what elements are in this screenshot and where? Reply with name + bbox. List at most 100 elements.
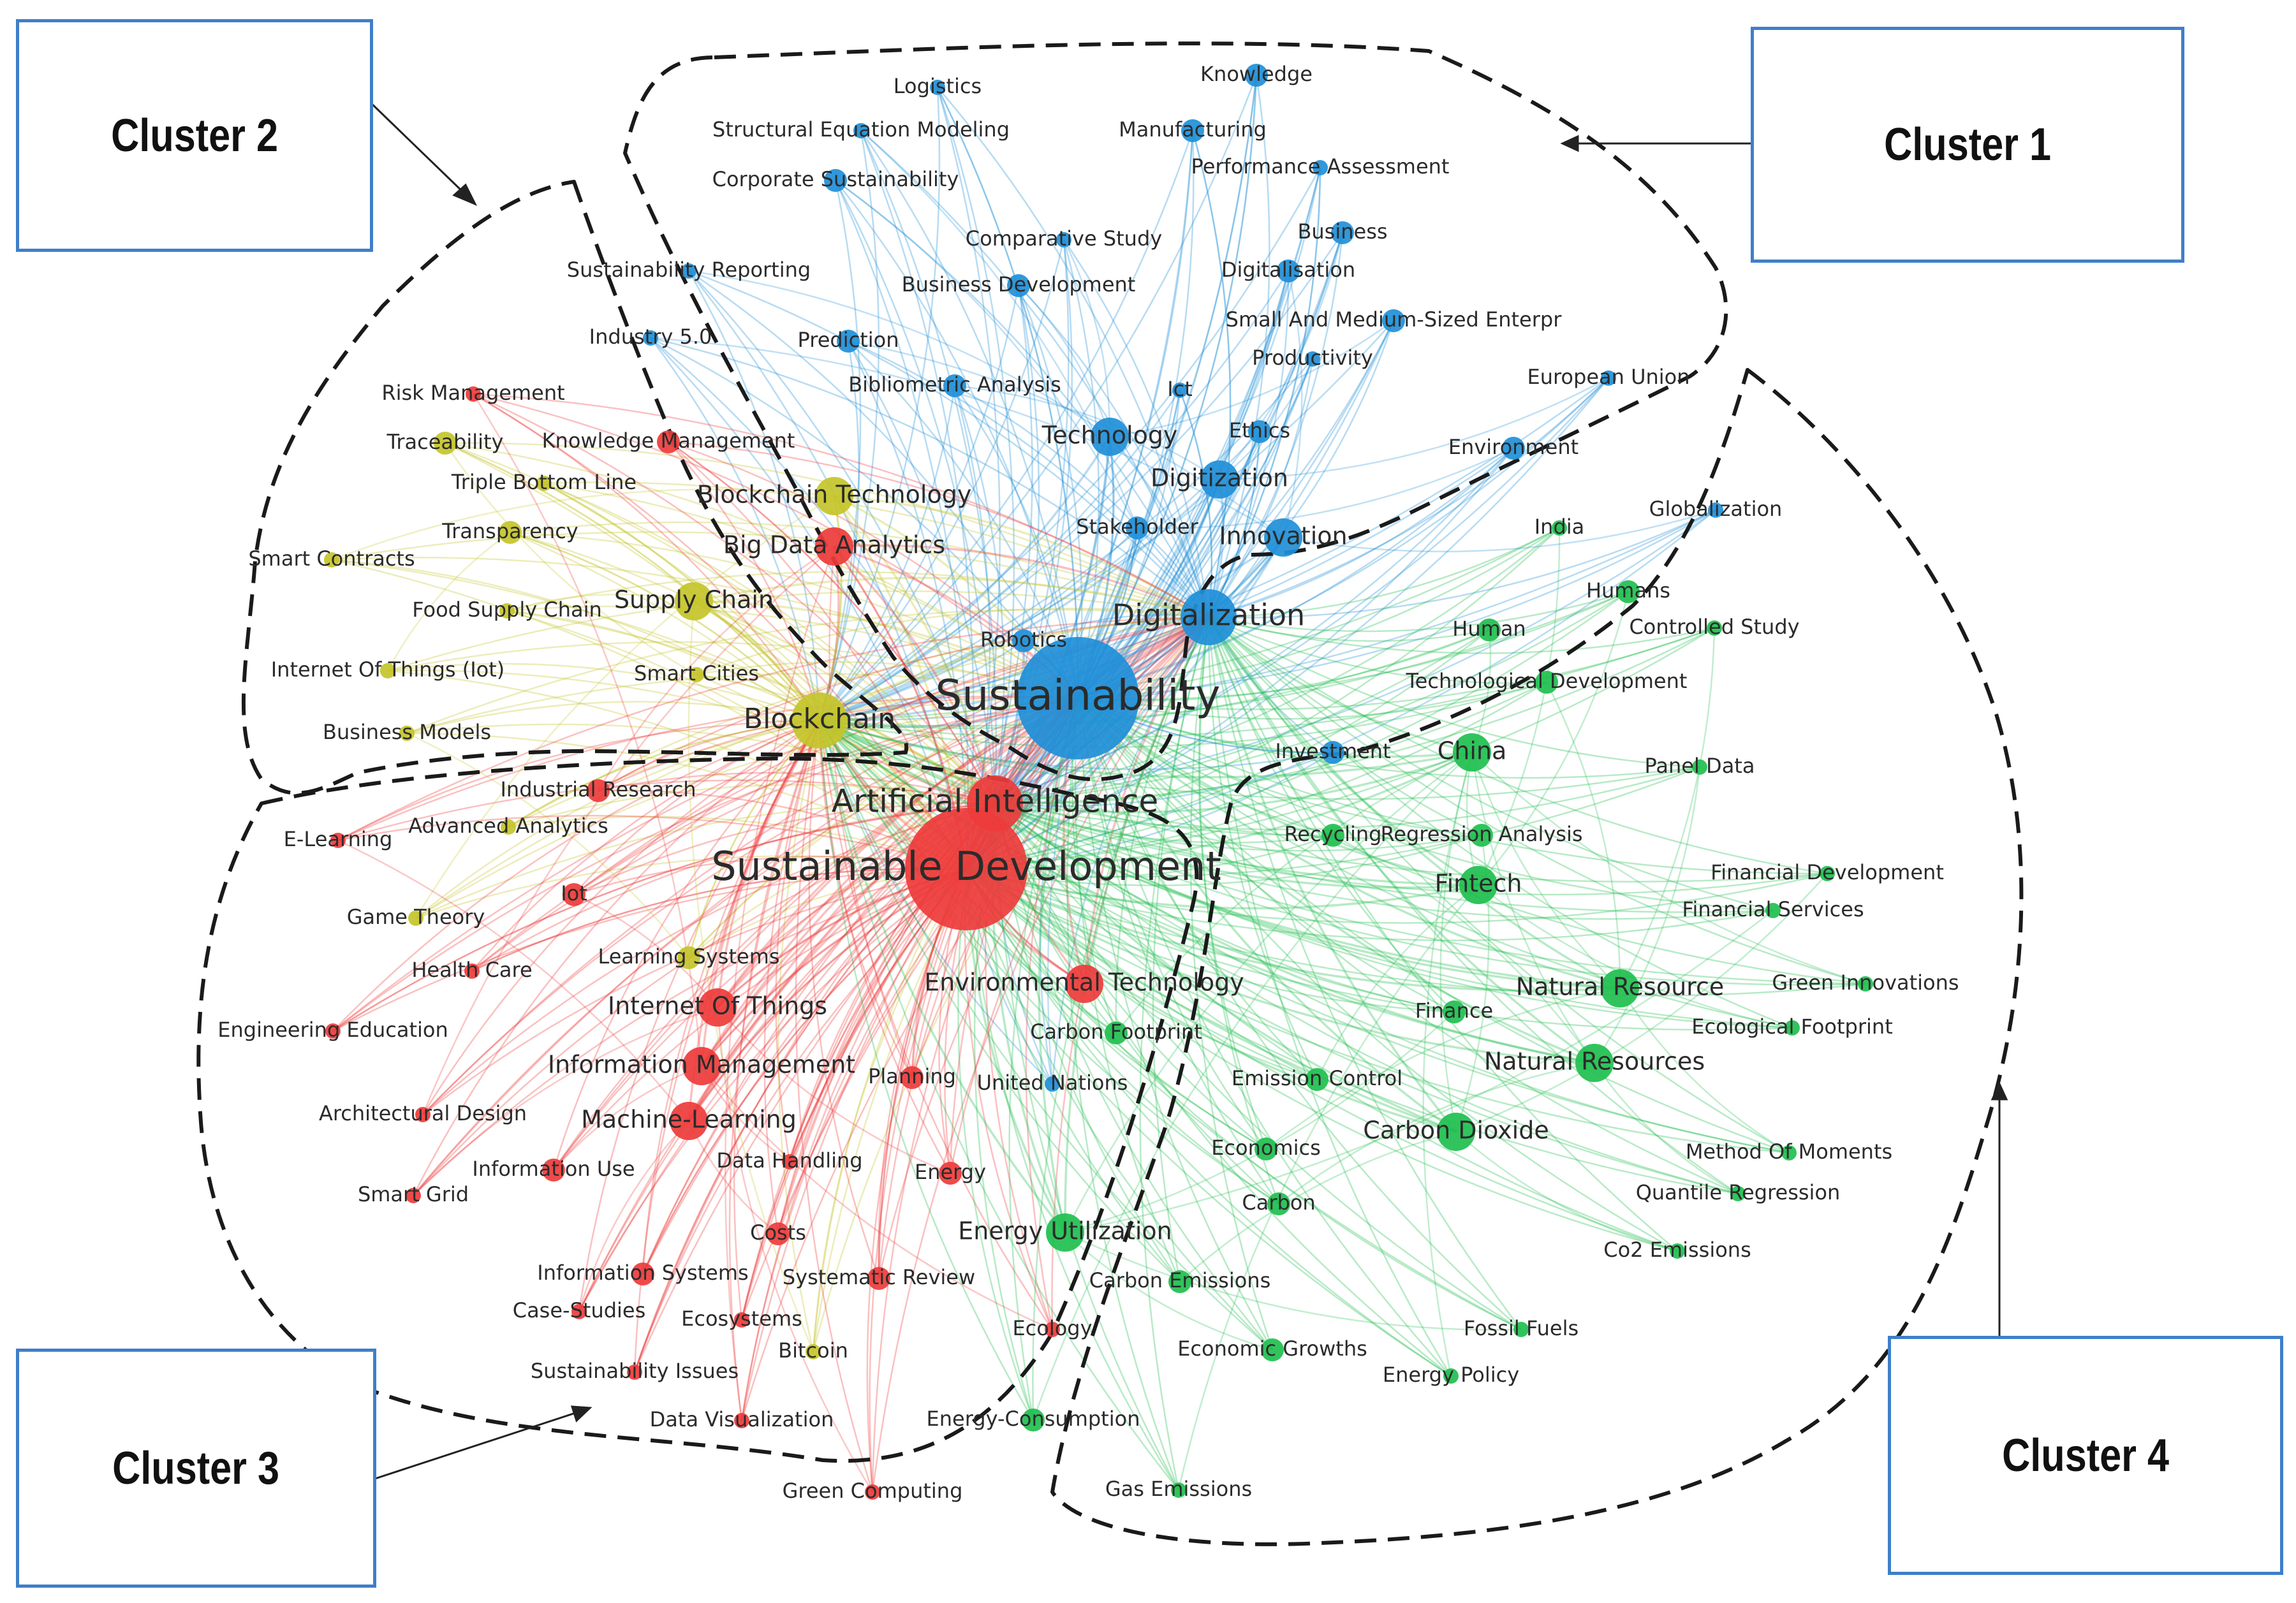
network-node[interactable] xyxy=(815,477,853,515)
network-node[interactable] xyxy=(1056,232,1071,247)
network-node[interactable] xyxy=(1575,1044,1614,1082)
network-node[interactable] xyxy=(415,1107,430,1122)
network-node[interactable] xyxy=(1171,1482,1186,1498)
network-node[interactable] xyxy=(643,330,658,346)
network-node[interactable] xyxy=(587,779,610,802)
network-node[interactable] xyxy=(791,692,848,749)
network-node[interactable] xyxy=(1858,976,1873,992)
network-node[interactable] xyxy=(1459,866,1498,904)
network-node[interactable] xyxy=(939,1162,962,1185)
network-node[interactable] xyxy=(824,169,847,192)
network-node[interactable] xyxy=(815,527,853,566)
network-node[interactable] xyxy=(1708,502,1723,518)
network-node[interactable] xyxy=(1470,824,1493,847)
network-node[interactable] xyxy=(681,263,696,279)
network-node[interactable] xyxy=(466,386,481,402)
network-node[interactable] xyxy=(1017,637,1139,759)
network-node[interactable] xyxy=(698,988,737,1027)
network-node[interactable] xyxy=(1126,516,1149,539)
network-node[interactable] xyxy=(806,1344,821,1359)
network-node[interactable] xyxy=(782,1154,797,1169)
network-node[interactable] xyxy=(1267,1192,1290,1215)
network-node[interactable] xyxy=(1045,1322,1060,1337)
network-node[interactable] xyxy=(1168,1270,1191,1293)
network-node[interactable] xyxy=(1443,1368,1459,1384)
network-node[interactable] xyxy=(324,552,339,567)
network-node[interactable] xyxy=(1765,903,1781,918)
network-node[interactable] xyxy=(1321,741,1344,764)
network-node[interactable] xyxy=(1181,119,1204,142)
network-node[interactable] xyxy=(901,1066,924,1089)
network-node[interactable] xyxy=(767,1222,790,1245)
network-node[interactable] xyxy=(1331,221,1354,244)
network-node[interactable] xyxy=(434,432,457,455)
network-node[interactable] xyxy=(406,1188,421,1203)
network-node[interactable] xyxy=(837,330,860,353)
network-node[interactable] xyxy=(657,430,680,453)
network-node[interactable] xyxy=(1091,418,1129,456)
network-node[interactable] xyxy=(464,963,480,979)
network-node[interactable] xyxy=(1248,420,1271,443)
network-node[interactable] xyxy=(380,663,395,678)
network-node[interactable] xyxy=(1437,1113,1475,1151)
network-node[interactable] xyxy=(1022,1409,1045,1431)
network-node[interactable] xyxy=(905,808,1027,930)
network-node[interactable] xyxy=(1820,866,1835,881)
network-node[interactable] xyxy=(1045,1076,1060,1092)
network-node[interactable] xyxy=(682,1047,721,1085)
network-node[interactable] xyxy=(627,1365,642,1380)
network-node[interactable] xyxy=(670,1102,708,1140)
network-node[interactable] xyxy=(1277,260,1300,282)
network-node[interactable] xyxy=(865,1484,880,1500)
network-node[interactable] xyxy=(1105,1021,1128,1044)
network-node[interactable] xyxy=(734,1312,749,1328)
network-node[interactable] xyxy=(1245,64,1268,87)
network-node[interactable] xyxy=(867,1267,890,1290)
network-node[interactable] xyxy=(1443,1000,1466,1023)
network-node[interactable] xyxy=(1707,620,1722,636)
network-node[interactable] xyxy=(1306,1068,1328,1091)
network-node[interactable] xyxy=(967,775,1023,831)
network-node[interactable] xyxy=(1670,1243,1685,1259)
network-node[interactable] xyxy=(1313,160,1328,175)
network-node[interactable] xyxy=(1730,1186,1746,1201)
network-node[interactable] xyxy=(930,80,945,95)
network-node[interactable] xyxy=(1321,824,1344,847)
network-node[interactable] xyxy=(571,1304,587,1319)
network-node[interactable] xyxy=(1601,370,1616,386)
network-node[interactable] xyxy=(1692,759,1707,775)
network-node[interactable] xyxy=(536,476,552,491)
network-node[interactable] xyxy=(1305,351,1320,367)
network-node[interactable] xyxy=(1453,733,1491,772)
network-node[interactable] xyxy=(563,883,585,906)
network-node[interactable] xyxy=(1513,1322,1529,1337)
network-node[interactable] xyxy=(1617,580,1640,603)
network-node[interactable] xyxy=(1172,383,1188,398)
network-node[interactable] xyxy=(1264,518,1302,557)
network-node[interactable] xyxy=(631,1263,654,1285)
network-node[interactable] xyxy=(1552,520,1567,536)
network-node[interactable] xyxy=(1065,965,1103,1003)
network-node[interactable] xyxy=(499,603,515,619)
network-node[interactable] xyxy=(734,1413,749,1428)
network-node[interactable] xyxy=(943,374,966,397)
network-node[interactable] xyxy=(325,1023,341,1039)
network-node[interactable] xyxy=(853,123,869,138)
network-node[interactable] xyxy=(1046,1213,1084,1252)
network-node[interactable] xyxy=(677,946,700,969)
network-node[interactable] xyxy=(1502,437,1525,460)
network-node[interactable] xyxy=(1007,274,1030,297)
network-node[interactable] xyxy=(1601,969,1639,1007)
network-node[interactable] xyxy=(1478,619,1501,641)
network-node[interactable] xyxy=(1382,309,1405,332)
network-node[interactable] xyxy=(408,911,423,926)
network-node[interactable] xyxy=(1012,629,1035,652)
network-node[interactable] xyxy=(1781,1145,1797,1160)
network-node[interactable] xyxy=(689,667,704,682)
network-node[interactable] xyxy=(499,521,522,544)
network-node[interactable] xyxy=(1255,1138,1277,1160)
network-node[interactable] xyxy=(1261,1338,1284,1361)
network-node[interactable] xyxy=(542,1159,565,1182)
network-node[interactable] xyxy=(399,726,415,741)
network-node[interactable] xyxy=(501,819,516,835)
